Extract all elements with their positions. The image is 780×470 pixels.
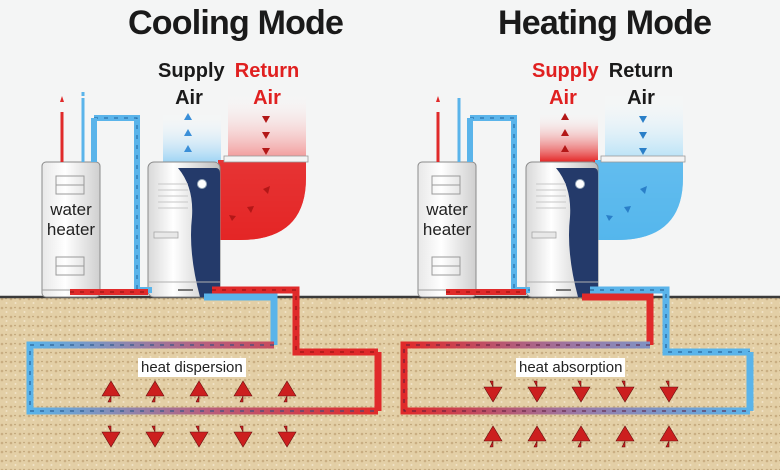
heating-heat-pump-unit: [525, 161, 599, 298]
heat-absorption-label: heat absorption: [516, 358, 626, 377]
heating-supply-word: Supply: [532, 60, 599, 82]
heating-return-arrows: [606, 116, 647, 221]
cooling-supply-word: Supply: [158, 60, 225, 82]
cooling-return-word: Return: [234, 60, 300, 82]
cooling-return-air-word: Air: [253, 87, 281, 109]
cooling-panel: [26, 92, 382, 448]
cooling-return-arrows: [229, 116, 270, 221]
cooling-mode-title: Cooling Mode: [128, 4, 344, 42]
cooling-supply-air-duct: [163, 112, 221, 162]
heating-return-air-word: Air: [627, 87, 655, 109]
cooling-heat-pump-unit: [147, 161, 221, 298]
cooling-up-arrows: [101, 380, 297, 403]
heating-mode-title: Heating Mode: [498, 4, 712, 42]
heating-panel: [400, 92, 754, 448]
heating-down-arrows: [483, 380, 679, 403]
heat-dispersion-label: heat dispersion: [138, 358, 246, 377]
heating-tank-line2: heater: [422, 220, 472, 239]
heating-supply-air-duct: [540, 112, 598, 162]
cooling-tank-line2: heater: [46, 220, 96, 239]
cooling-supply-air-label: Supply Air: [158, 58, 225, 112]
cooling-tank-line1: water: [50, 200, 92, 219]
heating-supply-arrows: [561, 113, 569, 152]
heating-supply-air-label: Supply Air: [532, 58, 599, 112]
heating-return-word: Return: [608, 60, 674, 82]
heating-up-arrows: [483, 425, 679, 448]
cooling-supply-air-word: Air: [175, 87, 203, 109]
heating-supply-air-word: Air: [549, 87, 577, 109]
cooling-supply-arrows: [184, 113, 192, 152]
cooling-water-heater-label: water heater: [40, 200, 102, 240]
cooling-return-air-label: Return Air: [232, 58, 302, 112]
heating-water-heater-label: water heater: [416, 200, 478, 240]
heating-return-air-label: Return Air: [606, 58, 676, 112]
heating-tank-line1: water: [426, 200, 468, 219]
cooling-down-arrows: [101, 425, 297, 448]
